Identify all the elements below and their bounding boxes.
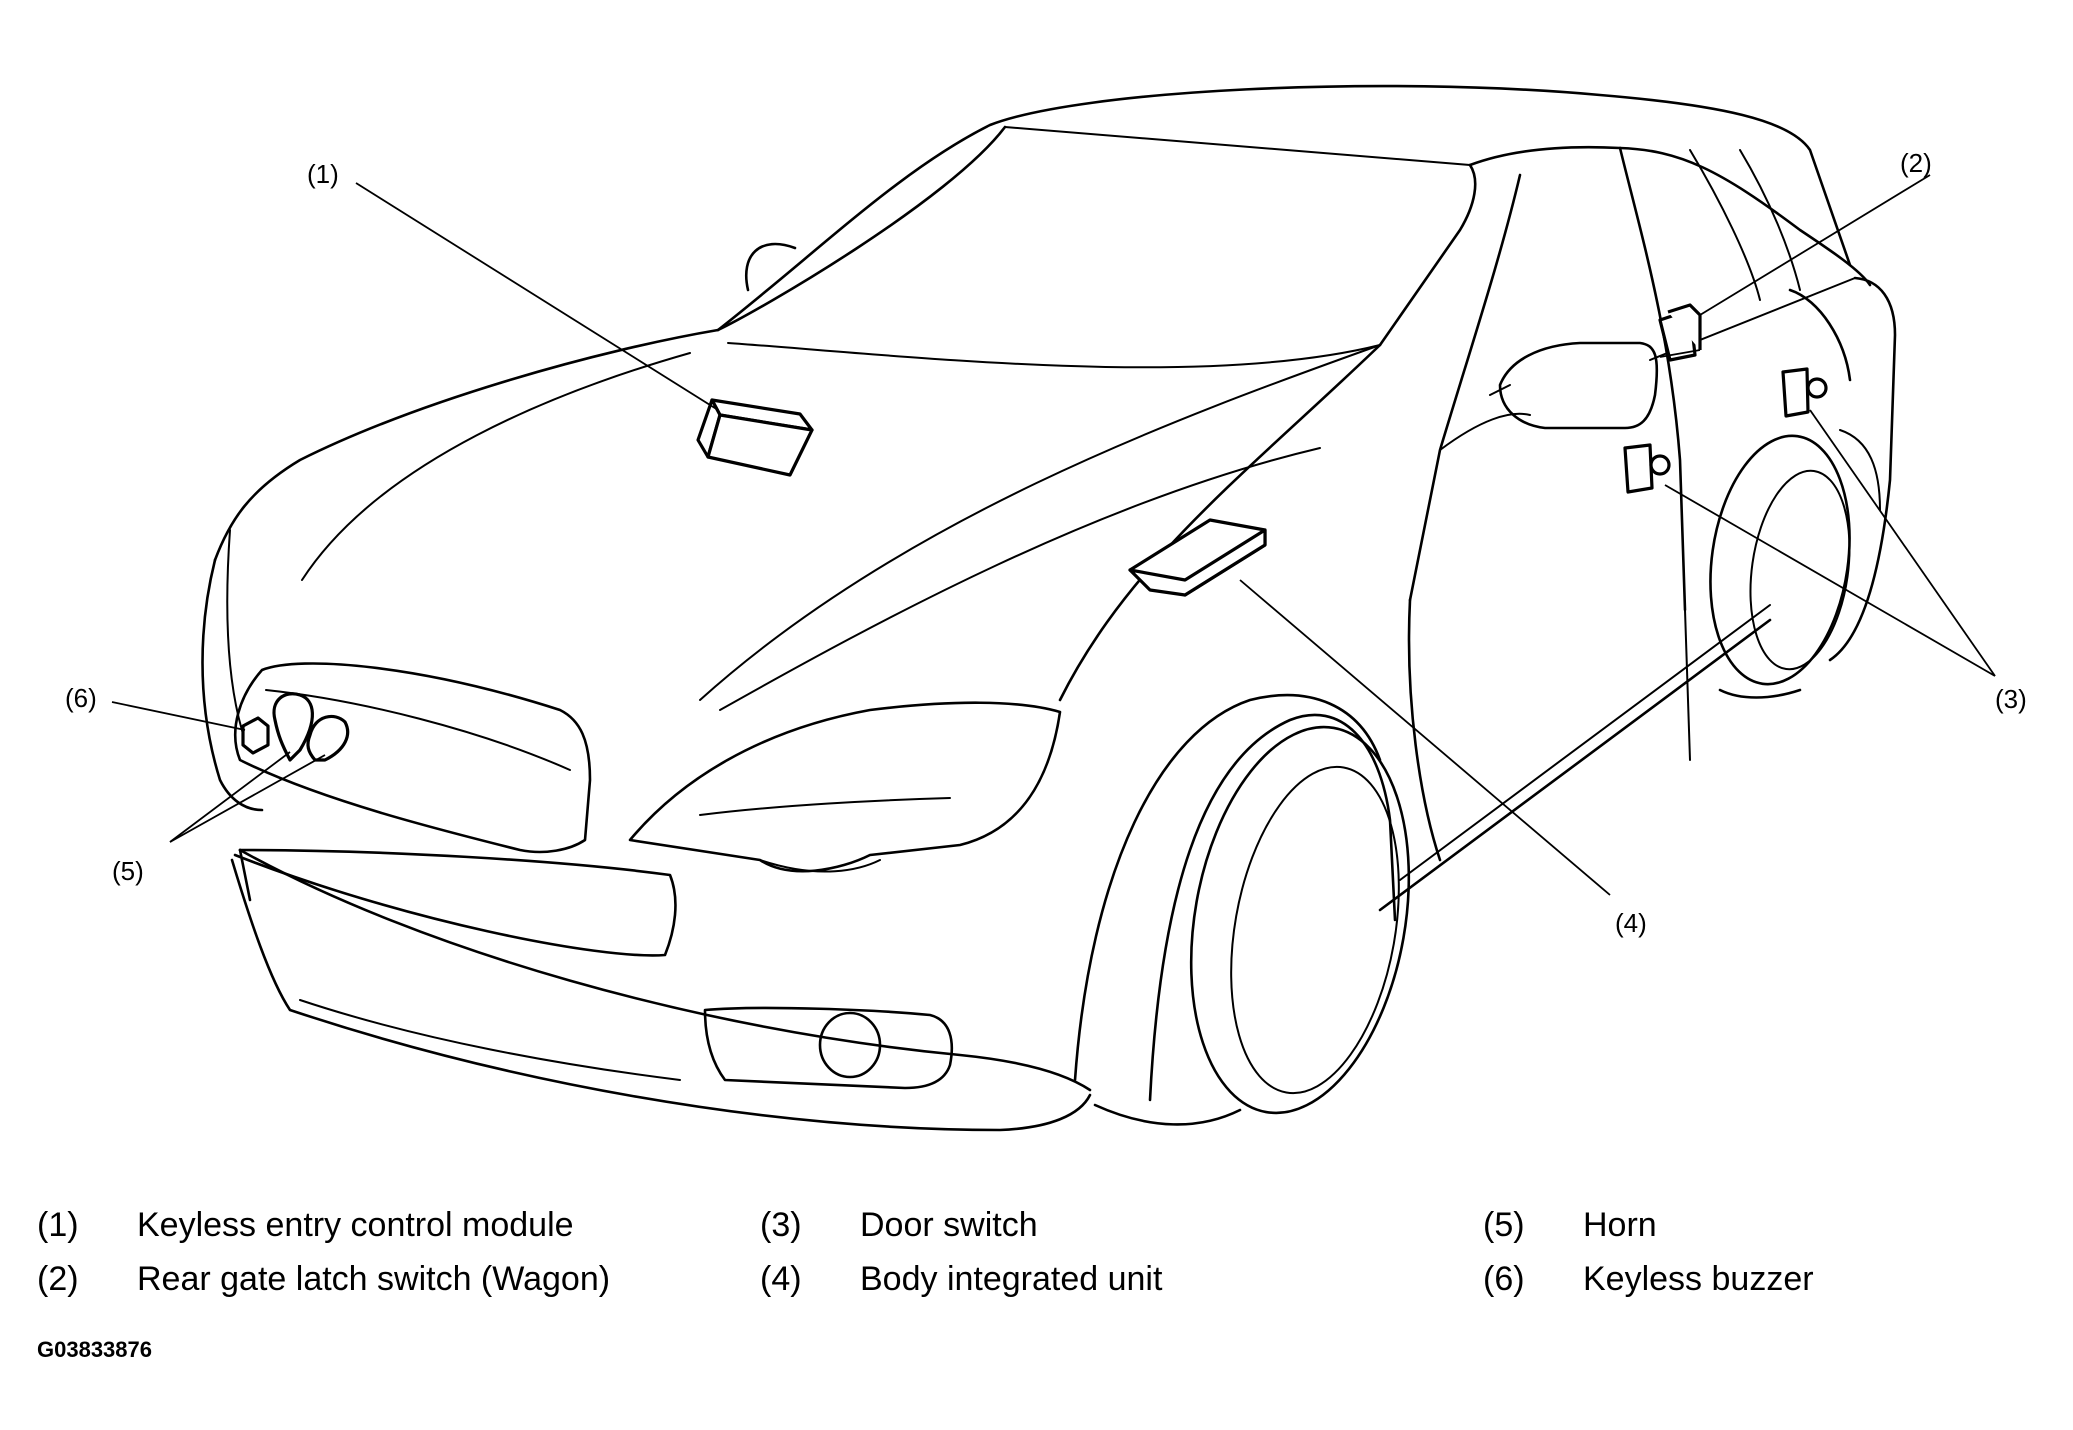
keyless-buzzer-part: [241, 716, 270, 755]
door-switch-part-front: [1623, 443, 1671, 494]
legend-label: Rear gate latch switch (Wagon): [137, 1260, 611, 1298]
legend-label: Keyless buzzer: [1583, 1260, 1814, 1298]
horn-part: [272, 692, 350, 762]
body-integrated-unit-part: [1128, 518, 1267, 597]
figure-code: G03833876: [37, 1337, 152, 1362]
legend-number: (2): [37, 1260, 79, 1298]
legend-label: Door switch: [860, 1206, 1038, 1244]
leader-lines: [111, 174, 1996, 896]
callout-1: (1): [307, 159, 339, 189]
legend: (1) Keyless entry control module (2) Rea…: [0, 1205, 2073, 1335]
callout-5: (5): [112, 856, 144, 886]
callout-6: (6): [65, 683, 97, 713]
legend-number: (4): [760, 1260, 802, 1298]
callout-2: (2): [1900, 148, 1932, 178]
legend-number: (1): [37, 1206, 79, 1244]
car-outline: [201, 84, 1897, 1132]
legend-label: Keyless entry control module: [137, 1206, 574, 1244]
callout-4: (4): [1615, 908, 1647, 938]
callout-labels: (1) (2) (3) (4) (5) (6): [65, 148, 2027, 938]
legend-label: Body integrated unit: [860, 1260, 1163, 1298]
callout-3: (3): [1995, 684, 2027, 714]
legend-label: Horn: [1583, 1206, 1657, 1244]
legend-number: (5): [1483, 1206, 1525, 1244]
legend-number: (6): [1483, 1260, 1525, 1298]
keyless-entry-control-module-part: [696, 398, 814, 477]
rear-gate-latch-switch-part: [1658, 303, 1702, 362]
door-switch-part-rear: [1781, 367, 1828, 418]
legend-number: (3): [760, 1206, 802, 1244]
